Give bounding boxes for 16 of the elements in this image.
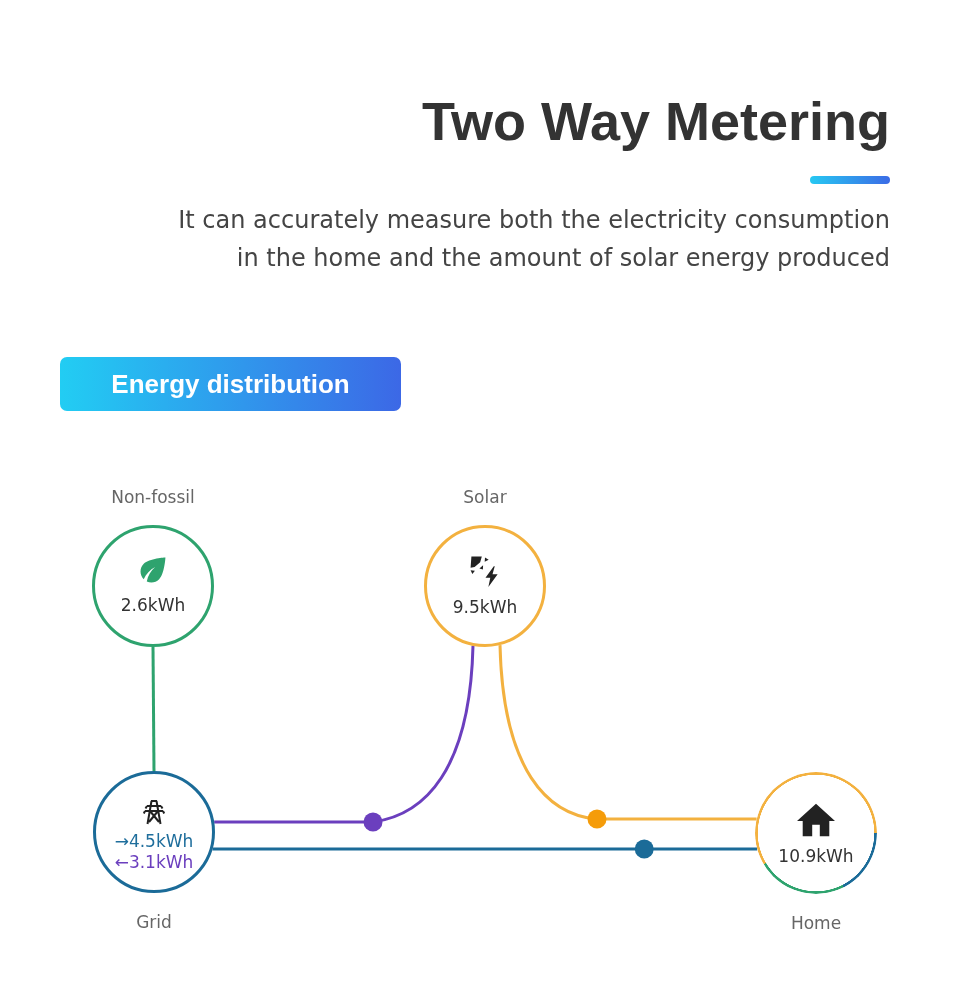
connector-line [498,645,757,821]
title: Two Way Metering [421,90,890,152]
energy-value: 10.9kWh [778,845,854,867]
node-label: Solar [463,486,507,509]
energy-value: ←3.1kWh [114,852,194,873]
connector-line [151,647,156,771]
node-label: Non-fossil [111,486,195,509]
node-label: Home [790,912,842,935]
energy-value: →4.5kWh [114,831,194,852]
energy-value: 2.6kWh [120,594,186,616]
node-label: Grid [136,911,172,934]
energy-value: 9.5kWh [452,596,518,618]
connector-line [212,847,758,851]
subtitle: It can accurately measure both the electricity consumption in the home and the amount of solar energy produced [177,205,890,274]
connector-line [214,645,475,824]
heading-banner: Energy distribution [60,357,401,411]
